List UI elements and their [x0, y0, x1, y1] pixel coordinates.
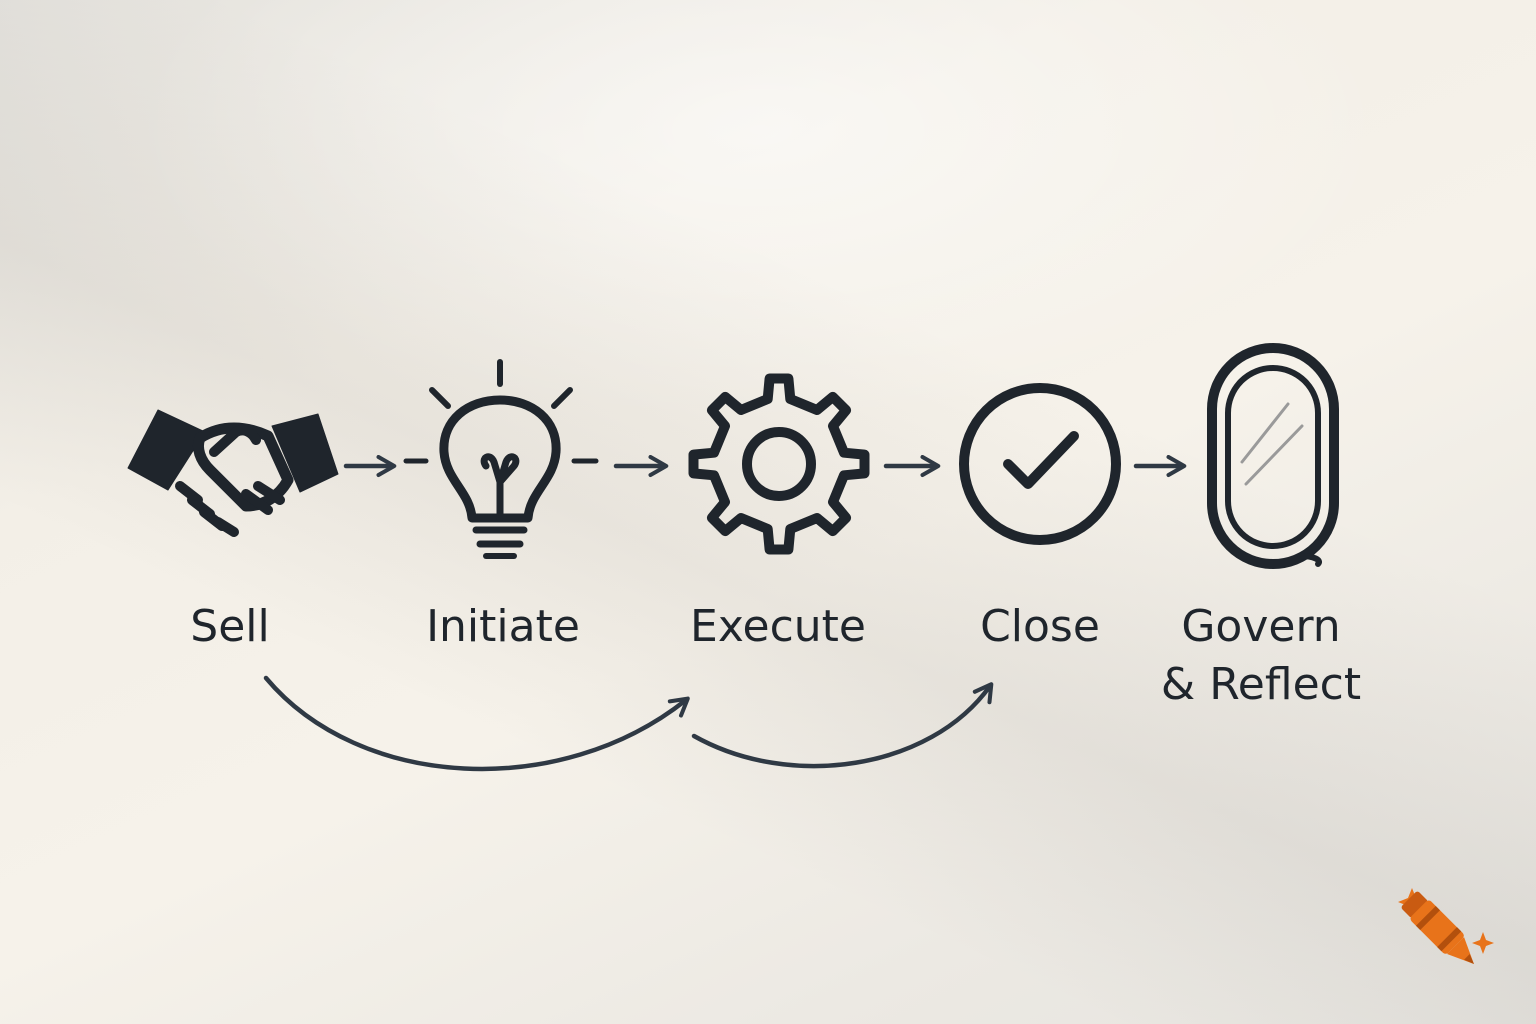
- gear-icon: [688, 373, 870, 555]
- stage-label-close: Close: [980, 601, 1100, 652]
- curved-arrow-execute-to-close: [691, 682, 994, 769]
- stage-label-sell: Sell: [190, 601, 270, 652]
- stage-label-govern: Govern: [1181, 601, 1341, 652]
- mirror-icon: [1207, 343, 1339, 569]
- arrow-initiate-to-execute: [571, 454, 669, 478]
- stage-label-initiate: Initiate: [426, 601, 580, 652]
- stage-label-execute: Execute: [690, 601, 866, 652]
- lightbulb-icon: [429, 359, 573, 559]
- check-circle-icon: [959, 383, 1121, 545]
- curved-arrow-sell-to-execute: [263, 675, 690, 772]
- stage-label-reflect: & Reflect: [1160, 659, 1362, 710]
- arrow-sell-to-initiate: [343, 454, 429, 478]
- crayon-icon: [1398, 888, 1494, 964]
- handshake-icon: [127, 409, 339, 537]
